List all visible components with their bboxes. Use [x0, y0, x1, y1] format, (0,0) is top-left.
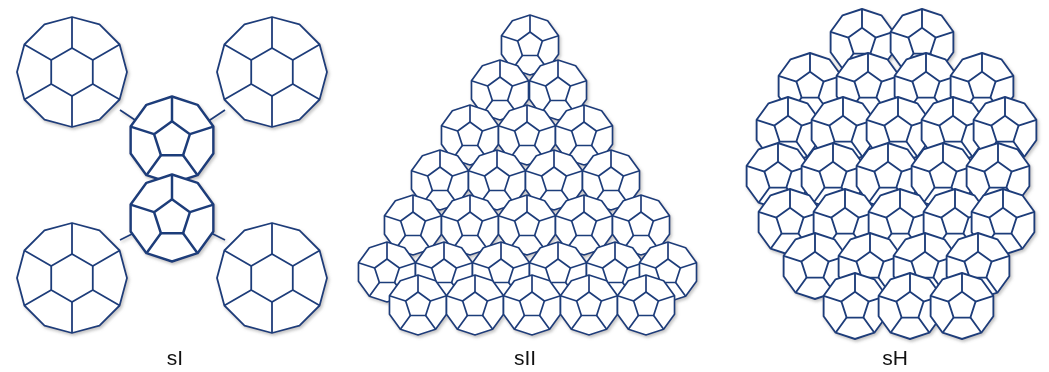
dodecahedron-cage [560, 275, 617, 335]
tetrakaidecahedron-cage [17, 223, 127, 333]
structure-label: sH [882, 346, 908, 369]
dodecahedron-cage [131, 175, 214, 262]
tetrakaidecahedron-cage [17, 17, 127, 127]
dodecahedron-cage [931, 273, 994, 339]
structure-label-box: sII [514, 346, 536, 370]
structure-label: sII [514, 346, 536, 369]
structure-label: sI [167, 346, 183, 369]
dodecahedron-cage [131, 97, 214, 184]
structure-label-box: sH [882, 346, 908, 370]
dodecahedron-cage [389, 275, 446, 335]
sii-structure [358, 15, 696, 335]
dodecahedron-cage [446, 275, 503, 335]
structure-label-box: sI [167, 346, 183, 370]
tetrakaidecahedron-cage [217, 17, 327, 127]
sh-structure [747, 9, 1037, 339]
dodecahedron-cage [503, 275, 560, 335]
dodecahedron-cage [824, 273, 887, 339]
si-structure [17, 17, 327, 333]
dodecahedron-cage [617, 275, 674, 335]
tetrakaidecahedron-cage [217, 223, 327, 333]
